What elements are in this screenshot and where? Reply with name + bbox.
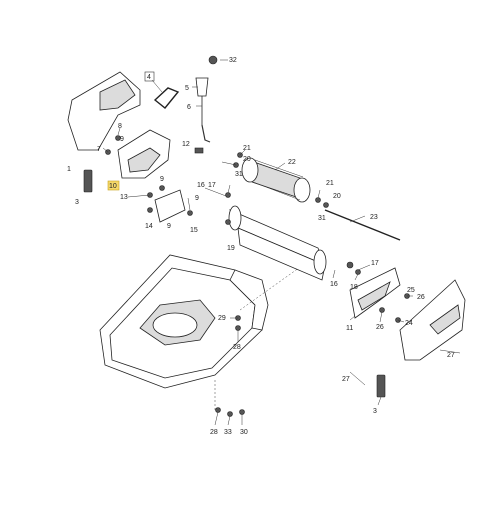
- knob-part-5: [195, 55, 218, 143]
- label-24: 24: [405, 320, 413, 327]
- label-3b: 3: [373, 408, 377, 415]
- label-22: 22: [288, 159, 296, 166]
- bolt-part-12: [194, 147, 204, 154]
- label-23: 23: [370, 214, 378, 221]
- label-4-box: [144, 71, 155, 82]
- label-31a: 31: [235, 171, 243, 178]
- label-28b: 28: [210, 429, 218, 436]
- label-31b: 31: [318, 215, 326, 222]
- label-16: 16: [197, 182, 205, 189]
- label-9c: 9: [167, 223, 171, 230]
- selected-part-highlight: [107, 180, 120, 191]
- clip-part-3-left: [83, 169, 93, 193]
- bracket-part-14: [154, 189, 186, 223]
- label-14: 14: [145, 223, 153, 230]
- label-3a: 3: [75, 199, 79, 206]
- label-26a: 26: [417, 294, 425, 301]
- mower-deck: [99, 254, 311, 410]
- label-20b: 20: [333, 193, 341, 200]
- label-13: 13: [120, 194, 128, 201]
- label-29: 29: [218, 315, 226, 322]
- rear-flap-part-19: [228, 205, 327, 281]
- label-30: 30: [240, 429, 248, 436]
- label-32: 32: [229, 57, 237, 64]
- label-27a: 27: [342, 376, 350, 383]
- label-20a: 20: [243, 156, 251, 163]
- label-4: 4: [147, 74, 151, 81]
- clip-part-3-right: [376, 374, 386, 398]
- side-cover-part-10: [117, 129, 171, 179]
- label-9b: 9: [160, 176, 164, 183]
- label-28a: 28: [233, 344, 241, 351]
- gasket-part-4: [153, 87, 180, 109]
- label-17b: 17: [371, 260, 379, 267]
- leader-lines: [102, 59, 461, 426]
- label-8: 8: [118, 123, 122, 130]
- label-5: 5: [185, 85, 189, 92]
- label-21a: 21: [243, 145, 251, 152]
- label-10: 10: [109, 183, 117, 190]
- label-19: 19: [227, 245, 235, 252]
- part-number-labels: 32 4 5 6 8 9 7 1 3 10 12 21 20 31 22 17 …: [67, 57, 455, 436]
- label-26b: 26: [376, 324, 384, 331]
- axle-part-23: [324, 209, 401, 241]
- left-rear-cover: [67, 71, 141, 151]
- label-25: 25: [407, 287, 415, 294]
- front-right-cover: [399, 279, 466, 361]
- label-1a: 1: [67, 166, 71, 173]
- label-33: 33: [224, 429, 232, 436]
- rear-roller-part-22: [241, 157, 311, 203]
- label-11: 11: [346, 325, 353, 332]
- label-21b: 21: [326, 180, 334, 187]
- label-15: 15: [190, 227, 198, 234]
- label-6: 6: [187, 104, 191, 111]
- label-16b: 16: [330, 281, 338, 288]
- label-12: 12: [182, 141, 190, 148]
- label-9a: 9: [120, 136, 124, 143]
- label-9d: 9: [195, 195, 199, 202]
- label-17a: 17: [208, 182, 216, 189]
- right-side-cover-part-11: [349, 267, 401, 319]
- label-27b: 27: [447, 352, 455, 359]
- label-18: 18: [350, 284, 358, 291]
- label-7: 7: [97, 146, 101, 153]
